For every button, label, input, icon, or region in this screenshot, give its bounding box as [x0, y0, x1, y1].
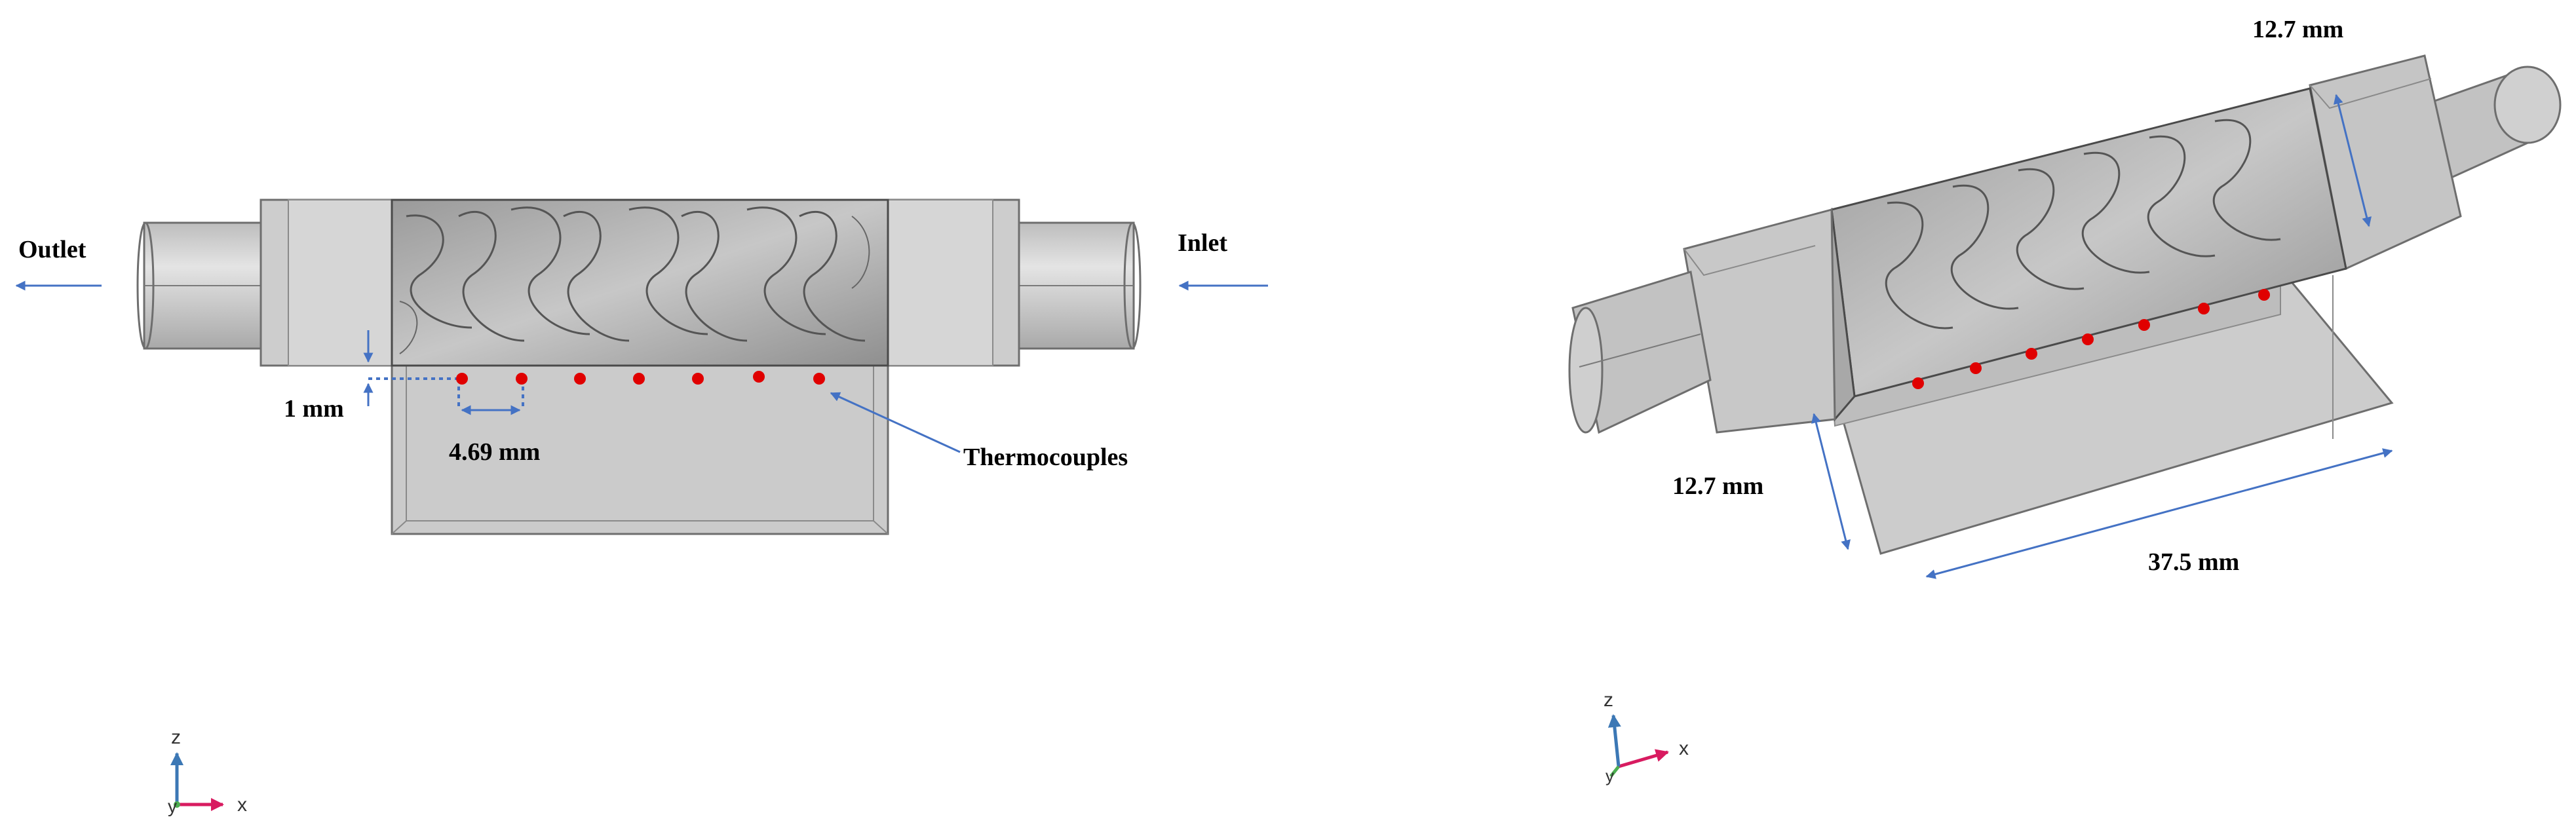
iso-side-dimension-label: 12.7 mm	[1672, 472, 1763, 500]
thermocouple-dot-icon	[2198, 303, 2210, 314]
thermocouple-dot-icon	[813, 373, 825, 385]
thermocouple-dot-icon	[2026, 348, 2037, 360]
inlet-manifold	[887, 199, 1020, 367]
thermocouple-dot-icon	[2138, 319, 2150, 331]
thermocouple-dot-icon	[1970, 362, 1982, 374]
spacing-dimension-label: 4.69 mm	[449, 438, 540, 466]
spacing-dimension	[457, 379, 524, 415]
thermocouple-dot-icon	[456, 373, 468, 385]
iso-top-dimension-arrow	[2333, 94, 2372, 227]
iso-length-dimension-arrow	[1925, 448, 2393, 579]
front-view: Outlet Inlet 1 mm 4.69 mm Thermocouples …	[15, 199, 1268, 816]
inlet-label: Inlet	[1178, 229, 1227, 257]
thermocouple-dot-icon	[2258, 289, 2270, 301]
axis-triad-icon: z y x	[1604, 689, 1689, 786]
iso-outlet-manifold	[1683, 208, 1836, 434]
thermocouple-dot-icon	[2082, 333, 2094, 345]
thermocouple-dot-icon	[633, 373, 645, 385]
thermocouple-dot-icon	[753, 371, 765, 383]
wavy-channel-section	[391, 199, 889, 367]
outlet-manifold	[260, 199, 393, 367]
thermocouple-dot-icon	[692, 373, 704, 385]
axis-z-label: z	[1604, 689, 1613, 711]
iso-length-dimension-label: 37.5 mm	[2148, 548, 2239, 576]
thermocouple-dots-iso	[1912, 289, 2270, 389]
thermocouples-leader-arrow	[830, 392, 961, 453]
thermocouple-dot-icon	[516, 373, 528, 385]
axis-z-label: z	[171, 727, 181, 748]
axis-x-label: x	[1679, 738, 1689, 759]
gap-dimension-label: 1 mm	[284, 395, 344, 423]
axis-y-label: y	[1605, 766, 1614, 786]
axis-y-label: y	[168, 796, 177, 816]
thermocouple-dot-icon	[574, 373, 586, 385]
thermocouple-dot-icon	[1912, 377, 1924, 389]
iso-top-dimension-label: 12.7 mm	[2252, 16, 2343, 43]
outlet-label: Outlet	[18, 236, 87, 263]
thermocouples-label: Thermocouples	[963, 444, 1128, 471]
axis-triad-icon: z y x	[168, 727, 247, 816]
iso-side-dimension-arrow	[1811, 413, 1851, 550]
thermocouple-dots-front	[456, 371, 825, 385]
gap-dimension	[363, 330, 459, 406]
outlet-pipe	[136, 221, 263, 350]
iso-outlet-pipe	[1568, 271, 1712, 434]
isometric-view: 12.7 mm 12.7 mm 37.5 mm z y x	[1568, 16, 2562, 786]
axis-x-label: x	[237, 794, 247, 816]
heater-block	[391, 364, 889, 535]
inlet-pipe	[1014, 221, 1142, 350]
